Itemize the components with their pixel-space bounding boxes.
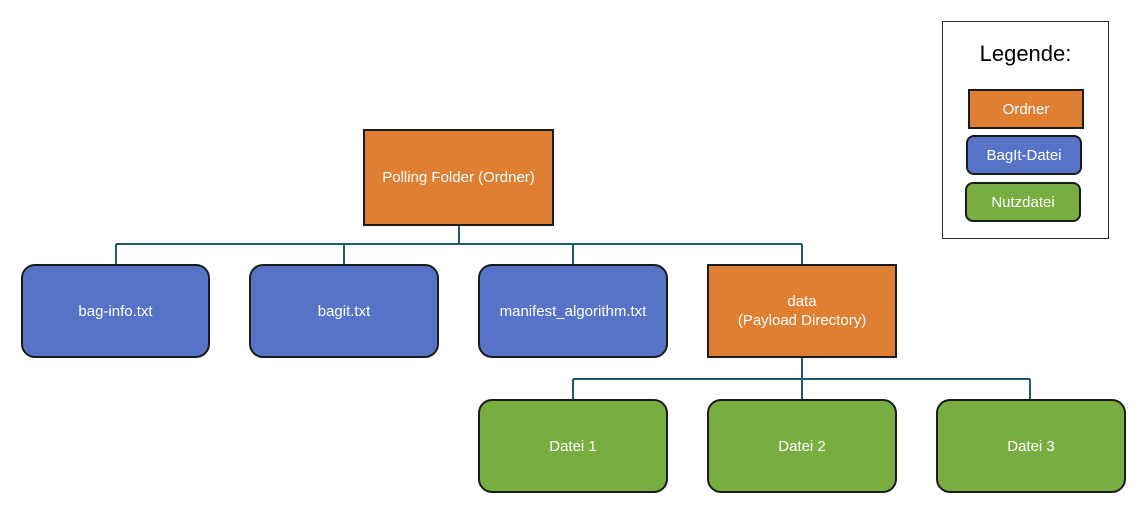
legend-item-bagit: BagIt-Datei [966,135,1082,175]
payload-file-1-label: Datei 1 [549,437,597,455]
root-folder-node: Polling Folder (Ordner) [363,129,554,226]
manifest-file-node: manifest_algorithm.txt [478,264,668,358]
payload-file-3-node: Datei 3 [936,399,1126,493]
legend-item-folder-label: Ordner [1002,100,1050,118]
legend-box: Legende: Ordner BagIt-Datei Nutzdatei [942,21,1109,239]
payload-file-2-node: Datei 2 [707,399,897,493]
bagit-file-node: bagit.txt [249,264,439,358]
legend-item-payload-label: Nutzdatei [991,193,1055,211]
data-folder-node: data (Payload Directory) [707,264,897,358]
bag-info-file-node: bag-info.txt [21,264,210,358]
data-folder-label: data (Payload Directory) [737,293,867,329]
legend-item-folder: Ordner [968,89,1084,129]
payload-file-3-label: Datei 3 [1007,437,1055,455]
manifest-file-label: manifest_algorithm.txt [499,302,647,320]
payload-file-2-label: Datei 2 [778,437,826,455]
root-folder-label: Polling Folder (Ordner) [382,169,535,186]
legend-title: Legende: [979,41,1072,66]
payload-file-1-node: Datei 1 [478,399,668,493]
legend-item-payload: Nutzdatei [965,182,1081,222]
bagit-file-label: bagit.txt [317,302,371,320]
bag-info-file-label: bag-info.txt [78,302,153,320]
legend-item-bagit-label: BagIt-Datei [986,146,1062,164]
